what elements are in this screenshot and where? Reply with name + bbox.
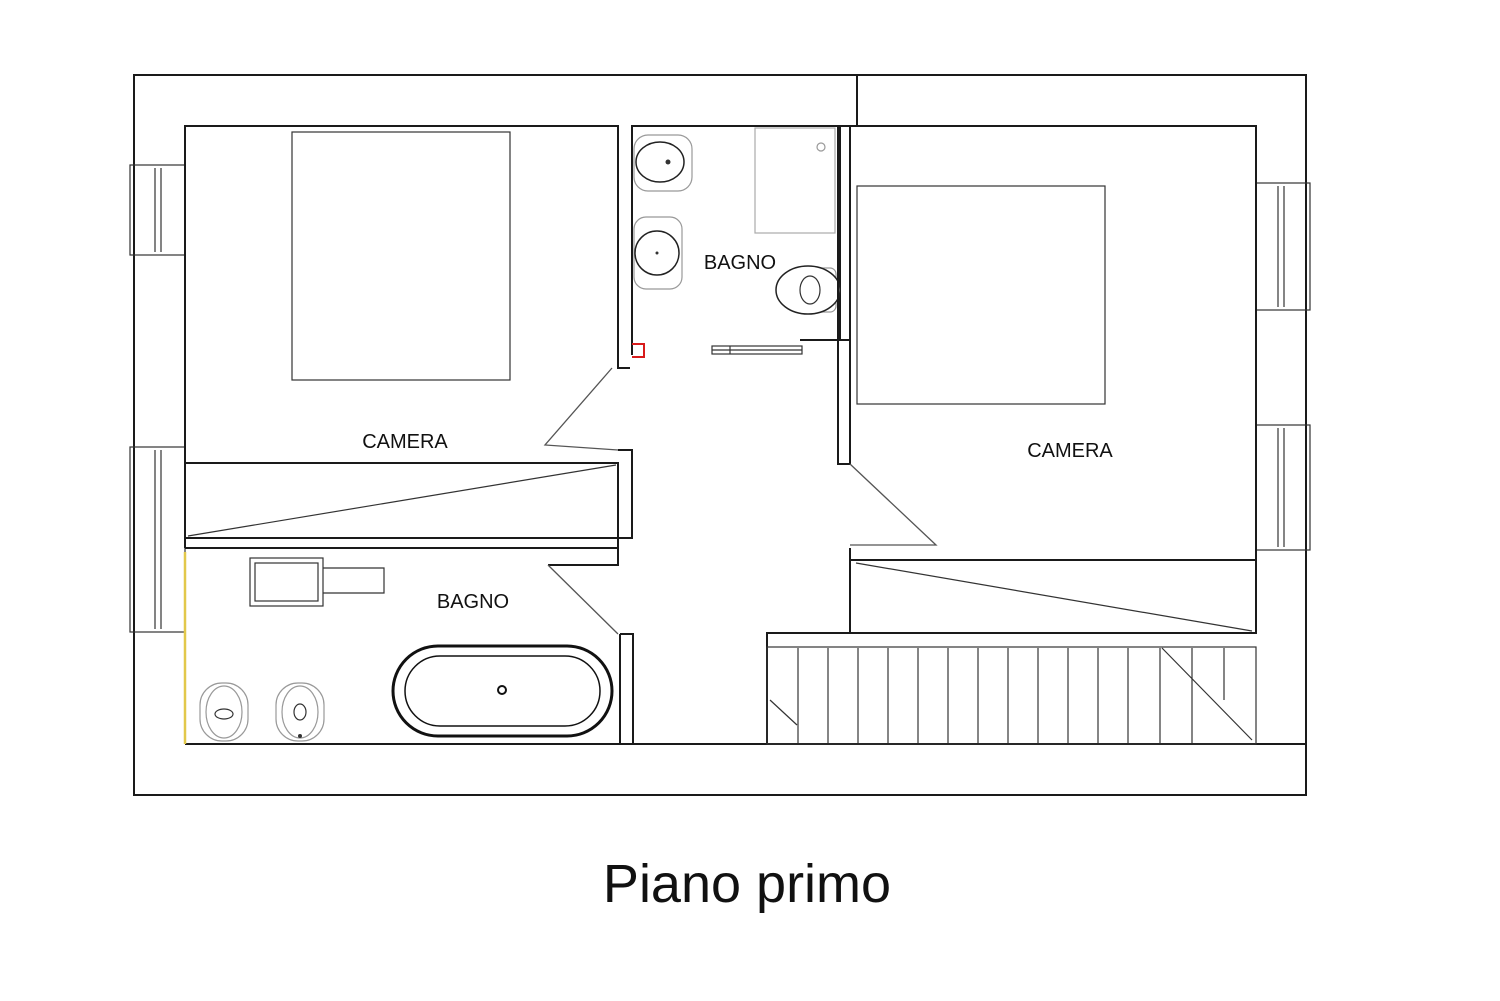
door-swing-bedroom-left	[543, 367, 619, 451]
window-left-bottom	[129, 446, 186, 633]
staircase	[766, 632, 1257, 745]
door-swing-bedroom-right	[849, 463, 938, 546]
bathroom-top	[631, 125, 851, 358]
bathroom-bottom	[183, 538, 634, 745]
shower-tray	[754, 127, 836, 234]
bathtub	[391, 644, 614, 738]
bidet-top	[633, 134, 693, 192]
sink-top	[633, 216, 683, 290]
room-label-bedroom-left: CAMERA	[362, 431, 448, 453]
toilet-bottom	[199, 682, 249, 742]
window-left-top	[129, 164, 186, 256]
room-label-bedroom-right: CAMERA	[1027, 440, 1113, 462]
bedroom-left	[184, 125, 633, 548]
room-label-bathroom-bottom: BAGNO	[437, 591, 509, 613]
vanity-cabinet	[249, 557, 324, 607]
toilet-top	[775, 265, 841, 315]
door-swing-bathroom-bottom	[547, 564, 619, 635]
wardrobe-left	[184, 462, 619, 539]
window-right-top	[1255, 182, 1311, 311]
bedroom-right	[837, 125, 1257, 634]
bidet-bottom	[275, 682, 325, 742]
double-bed-left	[291, 131, 511, 381]
window-right-bottom	[1255, 424, 1311, 551]
room-label-bathroom-top: BAGNO	[704, 252, 776, 274]
plan-title: Piano primo	[603, 854, 891, 914]
double-bed-right	[856, 185, 1106, 405]
